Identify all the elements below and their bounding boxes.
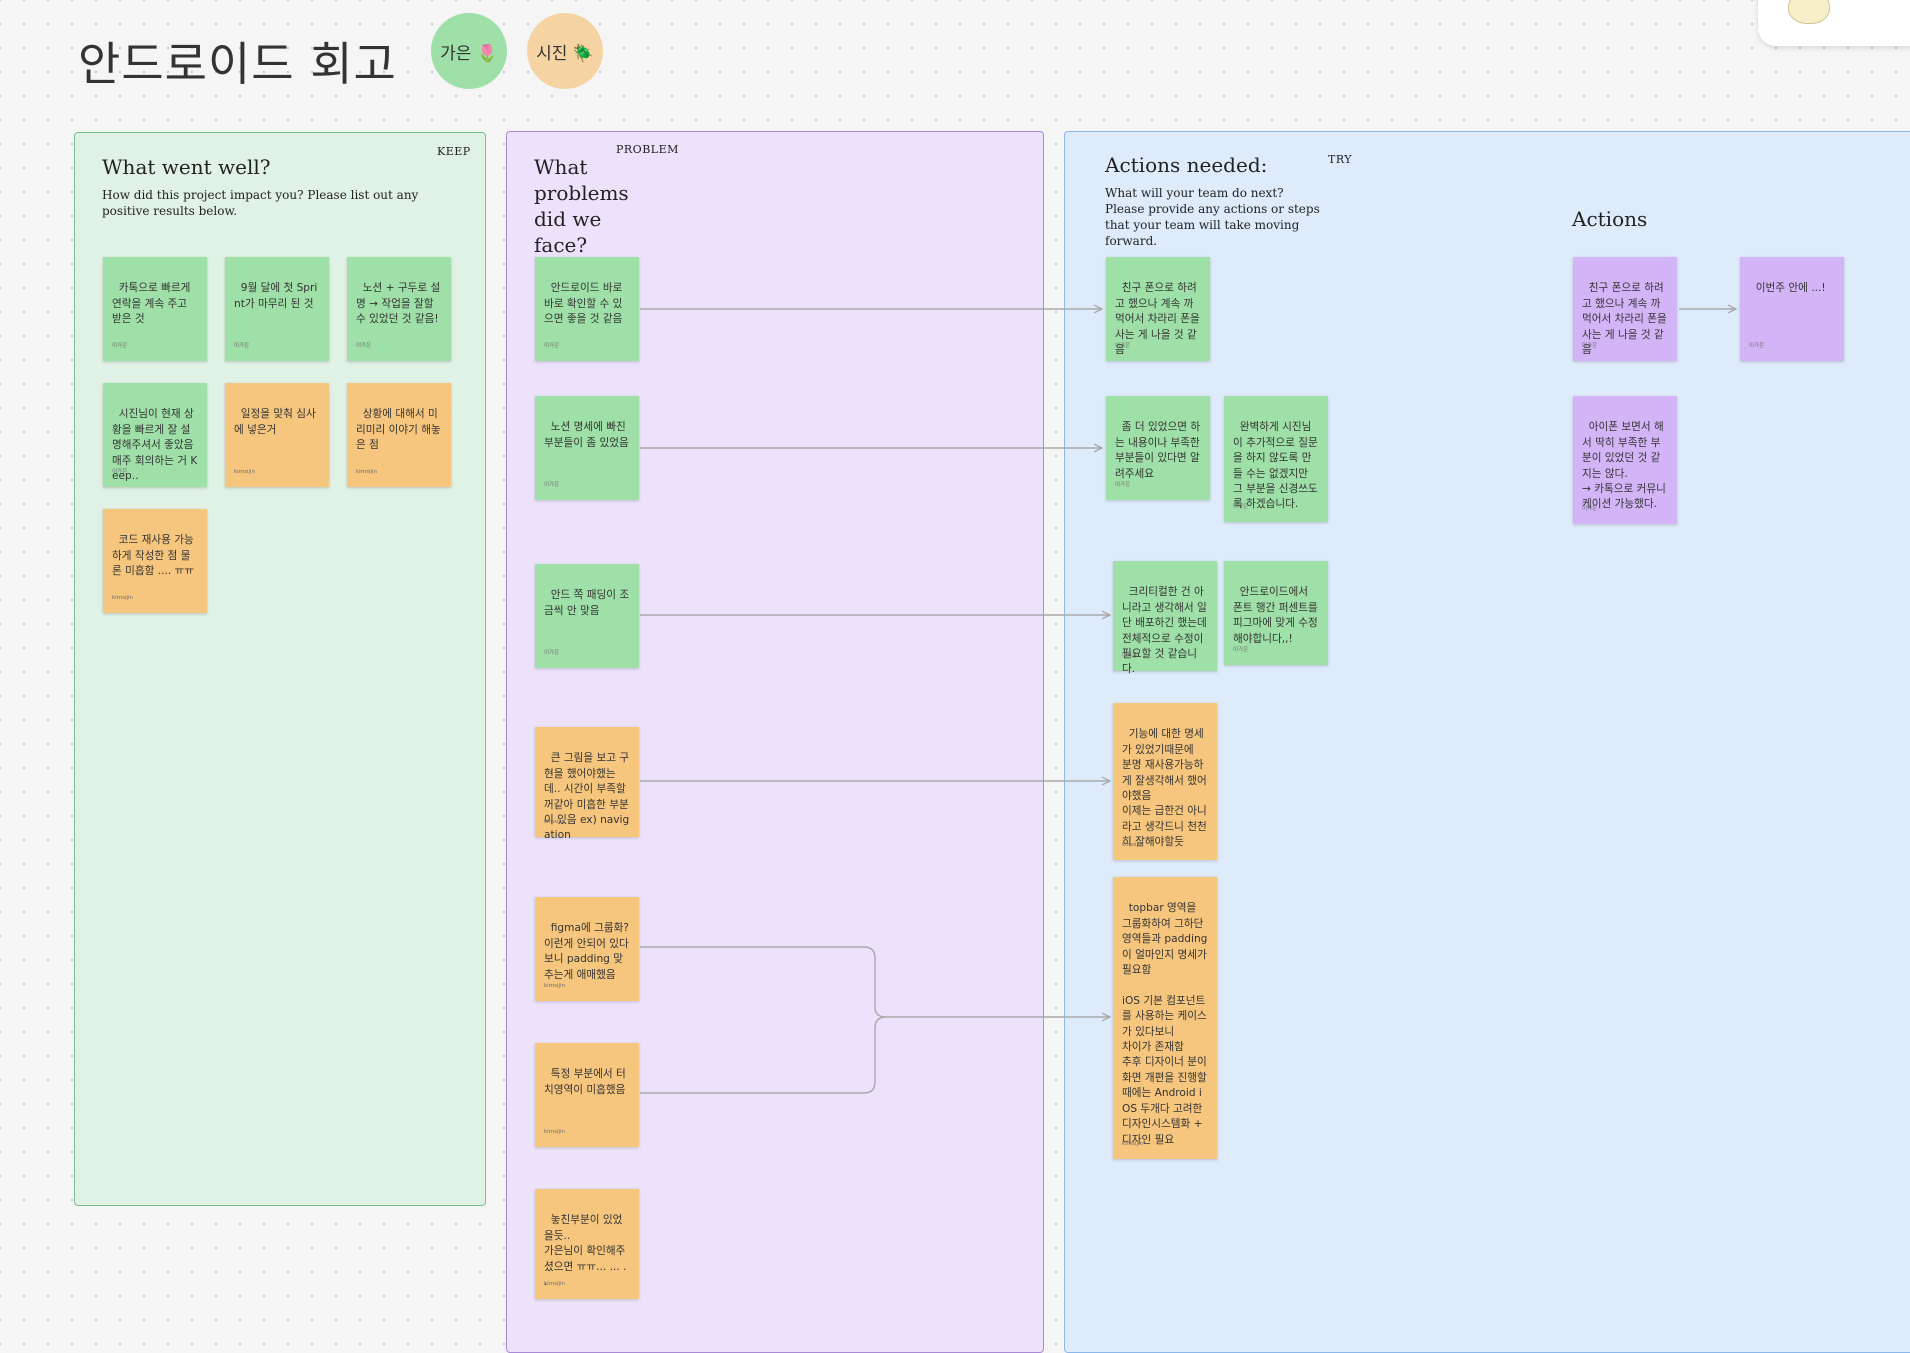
duck-sticker-icon [1788, 0, 1830, 24]
note-author: kimsijin [544, 818, 566, 825]
note-text: 아이폰 보면서 해서 딱히 부족한 부분이 있었던 것 같지는 않다. → 카톡… [1582, 421, 1666, 511]
sticky-note[interactable]: 코드 재사용 가능하게 작성한 점 물론 미흡함 .... ㅠㅠ kimsiji… [103, 509, 207, 613]
corner-widget[interactable] [1758, 0, 1910, 46]
problem-tag: PROBLEM [616, 143, 679, 156]
note-text: 시진님이 현재 상황을 빠르게 잘 설명해주셔서 좋았음 매주 회의하는 거 K… [112, 408, 198, 483]
note-author: 이가은 [544, 481, 560, 488]
sticky-note[interactable]: 친구 폰으로 하려고 했으나 계속 까먹어서 차라리 폰을 사는 게 나을 것 … [1106, 257, 1210, 361]
avatar-label: 시진 🪲 [536, 43, 594, 64]
sticky-note[interactable]: 완벽하게 시진님이 추가적으로 질문을 하지 않도록 만들 수는 없겠지만 그 … [1224, 396, 1328, 522]
note-text: 완벽하게 시진님이 추가적으로 질문을 하지 않도록 만들 수는 없겠지만 그 … [1233, 421, 1318, 511]
try-description: What will your team do next? Please prov… [1105, 186, 1320, 248]
note-text: 카톡으로 빠르게 연락을 계속 주고 받은 것 [112, 282, 194, 326]
avatar-gaeun[interactable]: 가은 🌷 [431, 13, 507, 89]
note-text: 일정을 맞춰 심사에 넣은거 [234, 408, 316, 436]
note-text: topbar 영역을 그룹화하여 그하단 영역들과 padding이 얼마인지 … [1122, 902, 1208, 1146]
note-text: 안드 쪽 패딩이 조금씩 안 맞음 [544, 589, 630, 617]
note-author: 이가은 [1233, 646, 1249, 653]
note-text: 이번주 안에 ...! [1755, 282, 1826, 295]
note-text: 놓친부분이 있었을듯.. 가은님이 확인해주셨으면 ㅠㅠ... ... . . [544, 1214, 627, 1289]
keep-heading: What went well? [102, 155, 271, 179]
note-text: 기능에 대한 명세가 있었기때문에 분명 재사용가능하게 잘생각해서 했어야했음… [1122, 728, 1207, 849]
note-author: 이가은 [112, 468, 128, 475]
note-text: 노션 + 구두로 설명 → 작업을 잘할 수 있었던 것 같음! [356, 282, 441, 326]
note-text: 특정 부분에서 터치영역이 미흡했음 [544, 1068, 626, 1096]
note-text: 좀 더 있었으면 하는 내용이나 부족한 부분들이 있다면 알려주세요 [1115, 421, 1204, 480]
sticky-note[interactable]: 카톡으로 빠르게 연락을 계속 주고 받은 것 이가은 [103, 257, 207, 361]
note-text: 안드로이드 바로바로 확인할 수 있으면 좋을 것 같음 [544, 282, 623, 326]
note-author: kimsijin [1122, 1140, 1144, 1147]
note-author: 이가은 [1115, 342, 1131, 349]
note-text: figma에 그룹화? 이런게 안되어 있다보니 padding 맞추는게 애매… [544, 922, 633, 981]
try-tag: TRY [1328, 153, 1353, 166]
note-author: kimsijin [112, 594, 134, 601]
sticky-note[interactable]: 특정 부분에서 터치영역이 미흡했음 kimsijin [535, 1043, 639, 1147]
note-author: 이가은 [1749, 342, 1765, 349]
sticky-note[interactable]: 시진님이 현재 상황을 빠르게 잘 설명해주셔서 좋았음 매주 회의하는 거 K… [103, 383, 207, 487]
sticky-note[interactable]: 안드로이드에서 폰트 행간 퍼센트를 피그마에 맞게 수정해야합니다,,! 이가… [1224, 561, 1328, 665]
note-author: kimsijin [544, 1128, 566, 1135]
note-author: 이가은 [112, 342, 128, 349]
note-author: 이가은 [1115, 481, 1131, 488]
sticky-note[interactable]: 큰 그림을 보고 구현을 했어야했는데.. 시간이 부족할꺼같아 미흡한 부분이… [535, 727, 639, 841]
board-title: 안드로이드 회고 [78, 37, 397, 91]
note-author: 이가은 [1233, 503, 1249, 510]
sticky-note[interactable]: 9월 달에 첫 Sprint가 마무리 된 것 이가은 [225, 257, 329, 361]
note-text: 크리티컬한 건 아니라고 생각해서 일단 배포하긴 했는데 전체적으로 수정이 … [1122, 586, 1211, 676]
note-text: 9월 달에 첫 Sprint가 마무리 된 것 [234, 282, 318, 310]
note-text: 큰 그림을 보고 구현을 했어야했는데.. 시간이 부족할꺼같아 미흡한 부분이… [544, 752, 630, 842]
note-author: 이가은 [356, 342, 372, 349]
sticky-note[interactable]: 기능에 대한 명세가 있었기때문에 분명 재사용가능하게 잘생각해서 했어야했음… [1113, 703, 1217, 860]
problem-heading: What problems did we face? [534, 155, 629, 257]
note-text: 안드로이드에서 폰트 행간 퍼센트를 피그마에 맞게 수정해야합니다,,! [1233, 586, 1322, 645]
sticky-note[interactable]: 안드로이드 바로바로 확인할 수 있으면 좋을 것 같음 이가은 [535, 257, 639, 361]
note-text: 친구 폰으로 하려고 했으나 계속 까먹어서 차라리 폰을 사는 게 나을 것 … [1582, 282, 1671, 357]
sticky-note[interactable]: 크리티컬한 건 아니라고 생각해서 일단 배포하긴 했는데 전체적으로 수정이 … [1113, 561, 1217, 675]
note-text: 친구 폰으로 하려고 했으나 계속 까먹어서 차라리 폰을 사는 게 나을 것 … [1115, 282, 1204, 357]
sticky-note[interactable]: 노션 + 구두로 설명 → 작업을 잘할 수 있었던 것 같음! 이가은 [347, 257, 451, 361]
keep-tag: KEEP [437, 145, 471, 158]
sticky-note[interactable]: topbar 영역을 그룹화하여 그하단 영역들과 padding이 얼마인지 … [1113, 877, 1217, 1159]
note-author: kimsijin [234, 468, 256, 475]
avatar-label: 가은 🌷 [440, 43, 498, 64]
note-author: 이가은 [1122, 652, 1138, 659]
actions-heading: Actions [1572, 207, 1648, 231]
note-author: kimsijin [1122, 841, 1144, 848]
note-author: kimsijin [544, 1280, 566, 1287]
sticky-note[interactable]: 이번주 안에 ...! 이가은 [1740, 257, 1844, 361]
avatar-sijin[interactable]: 시진 🪲 [527, 13, 603, 89]
try-heading: Actions needed: [1105, 153, 1268, 177]
keep-description: How did this project impact you? Please … [102, 188, 419, 218]
note-author: 이가은 [544, 649, 560, 656]
note-text: 코드 재사용 가능하게 작성한 점 물론 미흡함 .... ㅠㅠ [112, 534, 195, 578]
note-text: 노션 명세에 빠진 부분들이 좀 있었음 [544, 421, 630, 449]
sticky-note[interactable]: figma에 그룹화? 이런게 안되어 있다보니 padding 맞추는게 애매… [535, 897, 639, 1001]
note-author: kimsijin [544, 982, 566, 989]
sticky-note[interactable]: 상황에 대해서 미리미리 이야기 해놓은 점 kimsijin [347, 383, 451, 487]
note-author: 이가은 [544, 342, 560, 349]
sticky-note[interactable]: 일정을 맞춰 심사에 넣은거 kimsijin [225, 383, 329, 487]
sticky-note[interactable]: 안드 쪽 패딩이 조금씩 안 맞음 이가은 [535, 564, 639, 668]
note-author: 이가은 [1582, 342, 1598, 349]
sticky-note[interactable]: 노션 명세에 빠진 부분들이 좀 있었음 이가은 [535, 396, 639, 500]
sticky-note[interactable]: 아이폰 보면서 해서 딱히 부족한 부분이 있었던 것 같지는 않다. → 카톡… [1573, 396, 1677, 524]
note-author: 이가은 [234, 342, 250, 349]
note-text: 상황에 대해서 미리미리 이야기 해놓은 점 [356, 408, 441, 452]
sticky-note[interactable]: 좀 더 있었으면 하는 내용이나 부족한 부분들이 있다면 알려주세요 이가은 [1106, 396, 1210, 500]
sticky-note[interactable]: 친구 폰으로 하려고 했으나 계속 까먹어서 차라리 폰을 사는 게 나을 것 … [1573, 257, 1677, 361]
sticky-note[interactable]: 놓친부분이 있었을듯.. 가은님이 확인해주셨으면 ㅠㅠ... ... . . … [535, 1189, 639, 1299]
note-author: 이가은 [1582, 505, 1598, 512]
note-author: kimsijin [356, 468, 378, 475]
